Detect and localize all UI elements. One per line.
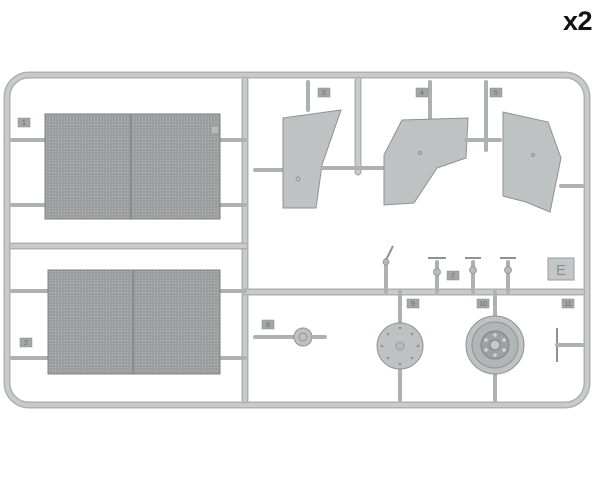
- part-tag-9: [406, 298, 420, 309]
- part-number-10: 10: [479, 301, 487, 308]
- part-6-lever: [382, 245, 394, 294]
- part-7-knob: [428, 257, 446, 294]
- part-tag-6: [261, 319, 275, 330]
- part-number-7: 7: [451, 273, 455, 280]
- part-number-2: 2: [24, 340, 28, 347]
- part-tag-11: [561, 298, 575, 309]
- part-tag-4: [415, 87, 429, 98]
- internal-runners: [8, 76, 586, 404]
- quantity-label: x2: [562, 6, 593, 36]
- part-11-rod: [555, 328, 584, 362]
- sprue-letter: E: [556, 262, 566, 279]
- part-8-knob: [465, 257, 516, 294]
- part-tag-3: [317, 87, 331, 98]
- part-number-11: 11: [564, 301, 571, 308]
- part-number-1: 1: [22, 120, 26, 127]
- panel-gates: [10, 138, 247, 360]
- part-6-cap: [253, 327, 327, 347]
- part-2-mesh-panel: [47, 269, 221, 375]
- part-1-mesh-panel: [44, 113, 221, 220]
- part-number-3: 3: [322, 90, 326, 97]
- part-number-9: 9: [411, 301, 415, 308]
- part-number-6: 6: [266, 322, 270, 329]
- part-tag-5: [489, 87, 503, 98]
- part-number-5: 5: [494, 90, 498, 97]
- part-tag-2: [19, 337, 33, 348]
- part-4-plate: [383, 80, 502, 206]
- part-9-disc: [376, 290, 424, 402]
- part-number-4: 4: [420, 90, 424, 97]
- part-tag-7: [446, 270, 460, 281]
- part-3-plate: [253, 80, 386, 209]
- sprue-letter-plate: E: [547, 257, 575, 281]
- part-5-plate: [484, 80, 584, 213]
- part-tag-10: [476, 298, 490, 309]
- part-tag-1: [17, 117, 31, 128]
- part-10-wheel: [465, 290, 525, 402]
